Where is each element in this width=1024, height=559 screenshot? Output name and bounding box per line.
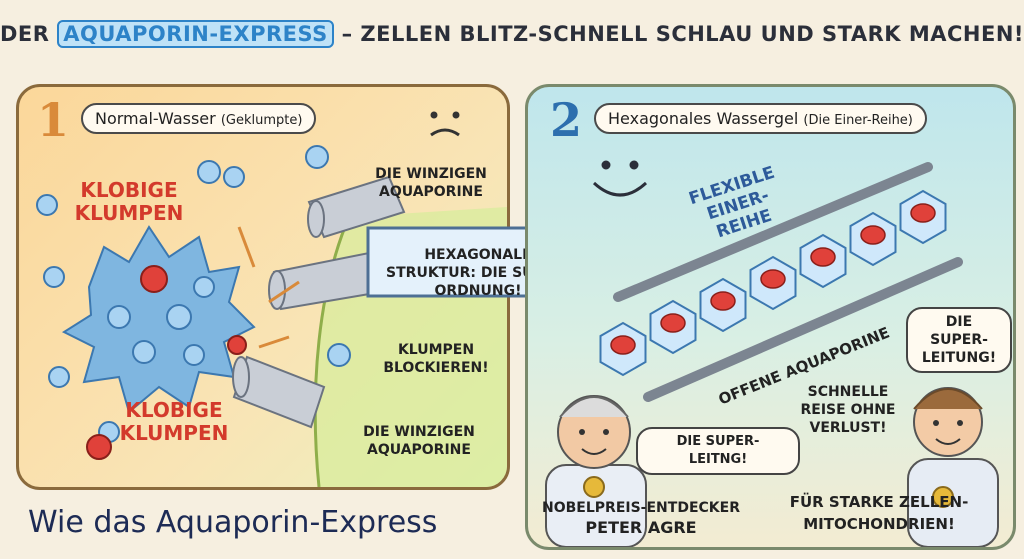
label-aquaporin-bottom: DIE WINZIGEN AQUAPORINE <box>363 424 475 458</box>
hexagon-core <box>810 247 836 267</box>
hexagon-chain <box>599 189 947 377</box>
panel2-heading: Hexagonales Wassergel (Die Einer-Reihe) <box>594 103 927 134</box>
red-molecule-small <box>227 335 247 355</box>
callout-leitng: DIE SUPER-LEITNG! <box>636 427 800 475</box>
panel2-illustration <box>545 160 999 547</box>
title-suffix: – ZELLEN BLITZ-SCHNELL SCHLAU UND STARK … <box>341 22 1024 46</box>
hexagon-core <box>910 203 936 223</box>
hexagon-core <box>710 291 736 311</box>
membrane-edge <box>313 216 351 487</box>
title-prefix: DER <box>0 22 50 46</box>
caption-mitochondria: FÜR STARKE ZELLEN-MITOCHONDRIEN! <box>789 493 969 533</box>
red-molecule <box>86 434 112 460</box>
arrow-text: HEXAGONALE STRUKTUR: DIE SUPER-ORDNUNG! <box>386 247 570 299</box>
tube-rail-bottom <box>643 257 963 402</box>
panel1-heading-text: Normal-Wasser <box>95 109 216 128</box>
hexagon-core <box>860 225 886 245</box>
panel2-heading-text: Hexagonales Wassergel <box>608 109 799 128</box>
label-block: KLUMPEN BLOCKIEREN! <box>383 342 489 376</box>
caption-nobel: NOBELPREIS-ENTDECKER <box>542 500 740 516</box>
panel1-number: 1 <box>37 93 70 147</box>
label-clumps-top: KLOBIGE KLUMPEN <box>74 178 184 225</box>
caption-name: PETER AGRE <box>585 518 697 537</box>
tube-rail-top <box>613 162 933 302</box>
water-clump <box>61 225 256 414</box>
hexagon-core <box>660 313 686 333</box>
panel-hexagonal-gel: 2 Hexagonales Wassergel (Die Einer-Reihe… <box>525 84 1016 550</box>
hexagon-core <box>760 269 786 289</box>
panel1-heading: Normal-Wasser (Geklumpte) <box>81 103 317 134</box>
panel2-number: 2 <box>550 93 583 147</box>
hexagon-core <box>610 335 636 355</box>
title-highlight: AQUAPORIN-EXPRESS <box>57 20 334 48</box>
label-clumps-bottom: KLOBIGE KLUMPEN <box>119 398 229 445</box>
page-title: DER AQUAPORIN-EXPRESS – ZELLEN BLITZ-SCH… <box>0 20 1024 48</box>
sad-face-icon <box>430 111 460 137</box>
panel1-heading-note: (Geklumpte) <box>220 113 303 128</box>
callout-superleitung: DIE SUPER-LEITUNG! <box>906 307 1012 373</box>
smiley-icon <box>592 160 648 197</box>
callout-fast-travel: SCHNELLE REISE OHNE VERLUST! <box>800 384 896 436</box>
footer-text: Wie das Aquaporin-Express <box>28 505 438 540</box>
scientist-figure <box>545 395 647 547</box>
aquaporin-pipes <box>232 175 406 429</box>
flow-arrows <box>237 226 300 349</box>
label-aquaporin-top: DIE WINZIGEN AQUAPORINE <box>375 166 487 200</box>
boy-figure <box>907 387 999 547</box>
panel2-heading-note: (Die Einer-Reihe) <box>803 113 913 128</box>
